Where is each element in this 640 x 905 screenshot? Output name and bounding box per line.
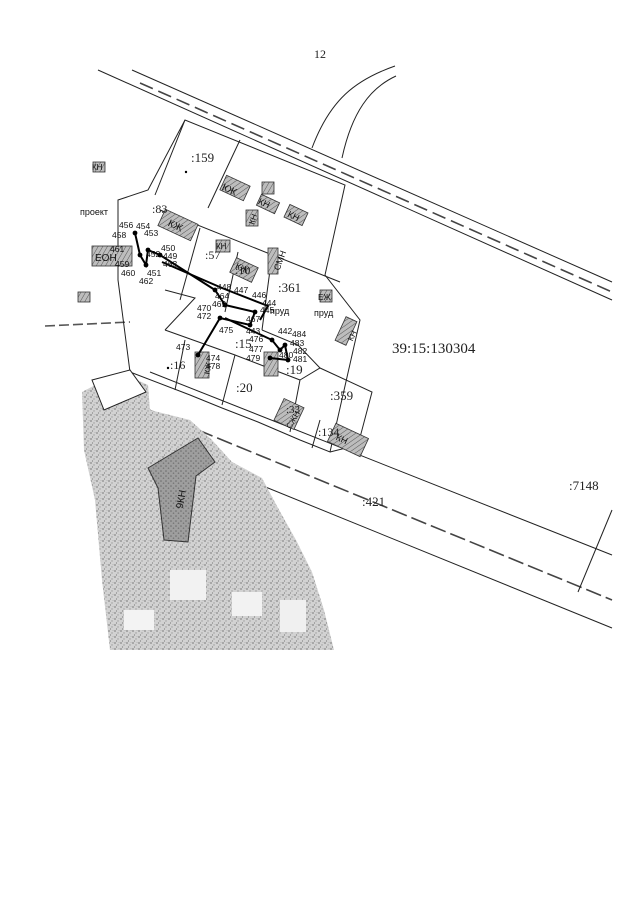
building-mark: 9КН xyxy=(175,489,189,509)
page-number: 12 xyxy=(314,47,326,61)
building-mark: ЕЖ xyxy=(318,293,331,302)
point-number-labels: 456 458 454 453 452 450 449 461 463 459 … xyxy=(110,220,307,371)
point-number: 448 xyxy=(217,282,231,292)
quarter-label: 39:15:130304 xyxy=(392,341,476,357)
point-number: 456 xyxy=(119,220,133,230)
parcel-label: :159 xyxy=(191,150,214,165)
pond-label: пруд xyxy=(270,306,290,316)
point-number: 442 xyxy=(278,326,292,336)
point-number: 454 xyxy=(136,221,150,231)
point-number: 452 xyxy=(146,249,160,259)
parcel-label: :15 xyxy=(235,336,252,351)
parcel-labels: 39:15:130304 :159 :83 :57 :10 :361 :15 :… xyxy=(152,150,599,509)
building-mark: КН xyxy=(247,213,259,226)
point-number: 460 xyxy=(121,268,135,278)
point-number: 463 xyxy=(163,259,177,269)
building-mark: ЕОН xyxy=(95,253,117,264)
parcel-label: :421 xyxy=(362,494,385,509)
building-mark: КН xyxy=(257,196,272,210)
point-number: 462 xyxy=(139,276,153,286)
point-number: 445 xyxy=(260,305,274,315)
buildings xyxy=(77,161,370,458)
pond-label: пруд xyxy=(314,308,334,318)
point-number: 484 xyxy=(292,329,306,339)
point-number: 453 xyxy=(144,228,158,238)
point-number: 458 xyxy=(112,230,126,240)
building-mark: КН xyxy=(286,209,301,223)
point-number: 447 xyxy=(234,285,248,295)
point-number: 443 xyxy=(246,326,260,336)
parcel-label: :16 xyxy=(170,358,185,372)
point-number: 483 xyxy=(290,338,304,348)
point-number: 470 xyxy=(197,303,211,313)
parcel-label: :361 xyxy=(278,280,301,295)
point-number: 446 xyxy=(252,290,266,300)
point-number: 476 xyxy=(249,334,263,344)
point-number: 473 xyxy=(176,342,190,352)
point-number: 479 xyxy=(246,353,260,363)
parcel-label: :83 xyxy=(152,202,167,216)
parcel-label: :57 xyxy=(205,248,220,262)
point-number: 469 xyxy=(212,299,226,309)
parcel-label: :10 xyxy=(235,263,250,277)
parcel-label: :33 xyxy=(286,404,301,416)
point-number: 459 xyxy=(115,259,129,269)
parcel-label: :134 xyxy=(318,425,339,439)
building-mark: КН xyxy=(346,329,359,342)
point-number: 475 xyxy=(219,325,233,335)
building-mark: КН xyxy=(92,163,103,172)
point-number: 444 xyxy=(262,298,276,308)
point-number: 464 xyxy=(215,291,229,301)
point-number: 450 xyxy=(161,243,175,253)
point-number: 481 xyxy=(293,354,307,364)
parcel-label: :359 xyxy=(330,388,353,403)
point-number: 474 xyxy=(206,353,220,363)
point-number: 482 xyxy=(293,346,307,356)
point-number: 472 xyxy=(197,311,211,321)
survey-points xyxy=(132,170,291,370)
parcel-boundaries xyxy=(117,119,373,453)
point-number: 461 xyxy=(110,244,124,254)
map-words: проект пруд пруд xyxy=(80,207,334,318)
point-number: 449 xyxy=(163,251,177,261)
parcel-label: :19 xyxy=(286,362,303,377)
building-mark: КН xyxy=(334,432,349,446)
urban-area xyxy=(82,369,334,650)
parcel-label: :7148 xyxy=(569,478,599,493)
parcel-label: :20 xyxy=(236,380,253,395)
point-number: 451 xyxy=(147,268,161,278)
point-number: 480 xyxy=(279,350,293,360)
building-mark: КН xyxy=(216,242,227,251)
project-label: проект xyxy=(80,207,108,217)
point-number: 478 xyxy=(206,361,220,371)
point-number: 467 xyxy=(246,314,260,324)
building-mark: КЖ xyxy=(203,361,214,375)
point-number: 477 xyxy=(249,344,263,354)
